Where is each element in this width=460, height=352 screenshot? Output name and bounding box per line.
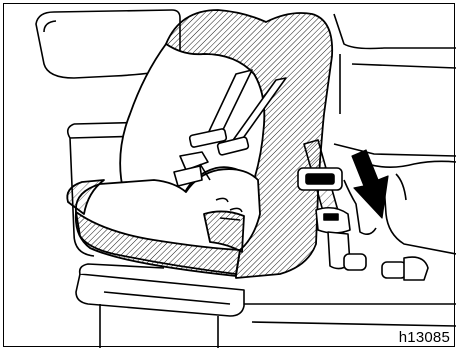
figure-frame [3, 3, 455, 347]
figure-code: h13085 [397, 329, 452, 346]
seat-base [76, 264, 244, 348]
child-seat-illustration [4, 4, 456, 348]
